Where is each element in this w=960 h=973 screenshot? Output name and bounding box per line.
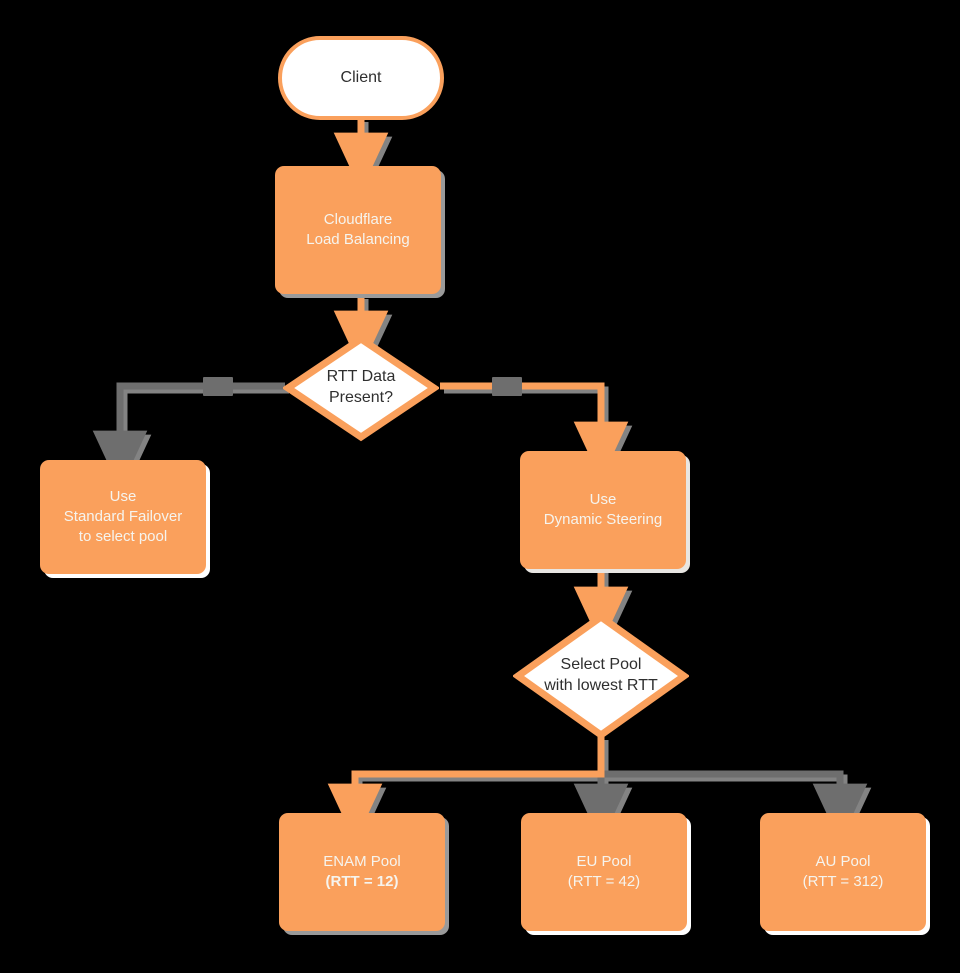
diamond-shape — [513, 612, 689, 740]
node-eu-pool-rtt: (RTT = 42) — [567, 873, 641, 890]
edge-select-to-au — [601, 770, 868, 843]
node-client[interactable]: Client — [278, 36, 444, 120]
edge-rtt-to-failover — [92, 382, 285, 490]
node-au-pool-rtt: (RTT = 312) — [802, 873, 884, 890]
node-dynamic-steering[interactable]: Use Dynamic Steering — [520, 451, 686, 569]
node-au-pool-label: AU Pool — [815, 853, 871, 871]
node-au-pool[interactable]: AU Pool (RTT = 312) — [760, 813, 926, 931]
edge-label-yes — [492, 377, 522, 396]
node-dynamic-steering-label: Use Dynamic Steering — [543, 491, 663, 528]
node-enam-pool-rtt: (RTT = 12) — [325, 873, 399, 890]
node-enam-pool-label: ENAM Pool — [323, 853, 401, 871]
node-standard-failover-label: Use Standard Failover to select pool — [63, 488, 183, 545]
node-eu-pool[interactable]: EU Pool (RTT = 42) — [521, 813, 687, 931]
node-rtt-present[interactable]: RTT Data Present? — [283, 334, 439, 442]
edge-label-no — [203, 377, 233, 396]
node-load-balancing-label: Cloudflare Load Balancing — [306, 211, 410, 248]
node-standard-failover[interactable]: Use Standard Failover to select pool — [40, 460, 206, 574]
node-client-label: Client — [340, 69, 382, 87]
edge-select-to-enam — [327, 736, 605, 843]
diamond-shape — [283, 334, 439, 442]
node-select-pool[interactable]: Select Pool with lowest RTT — [513, 612, 689, 740]
node-enam-pool[interactable]: ENAM Pool (RTT = 12) — [279, 813, 445, 931]
node-load-balancing[interactable]: Cloudflare Load Balancing — [275, 166, 441, 294]
node-eu-pool-label: EU Pool — [576, 853, 632, 871]
